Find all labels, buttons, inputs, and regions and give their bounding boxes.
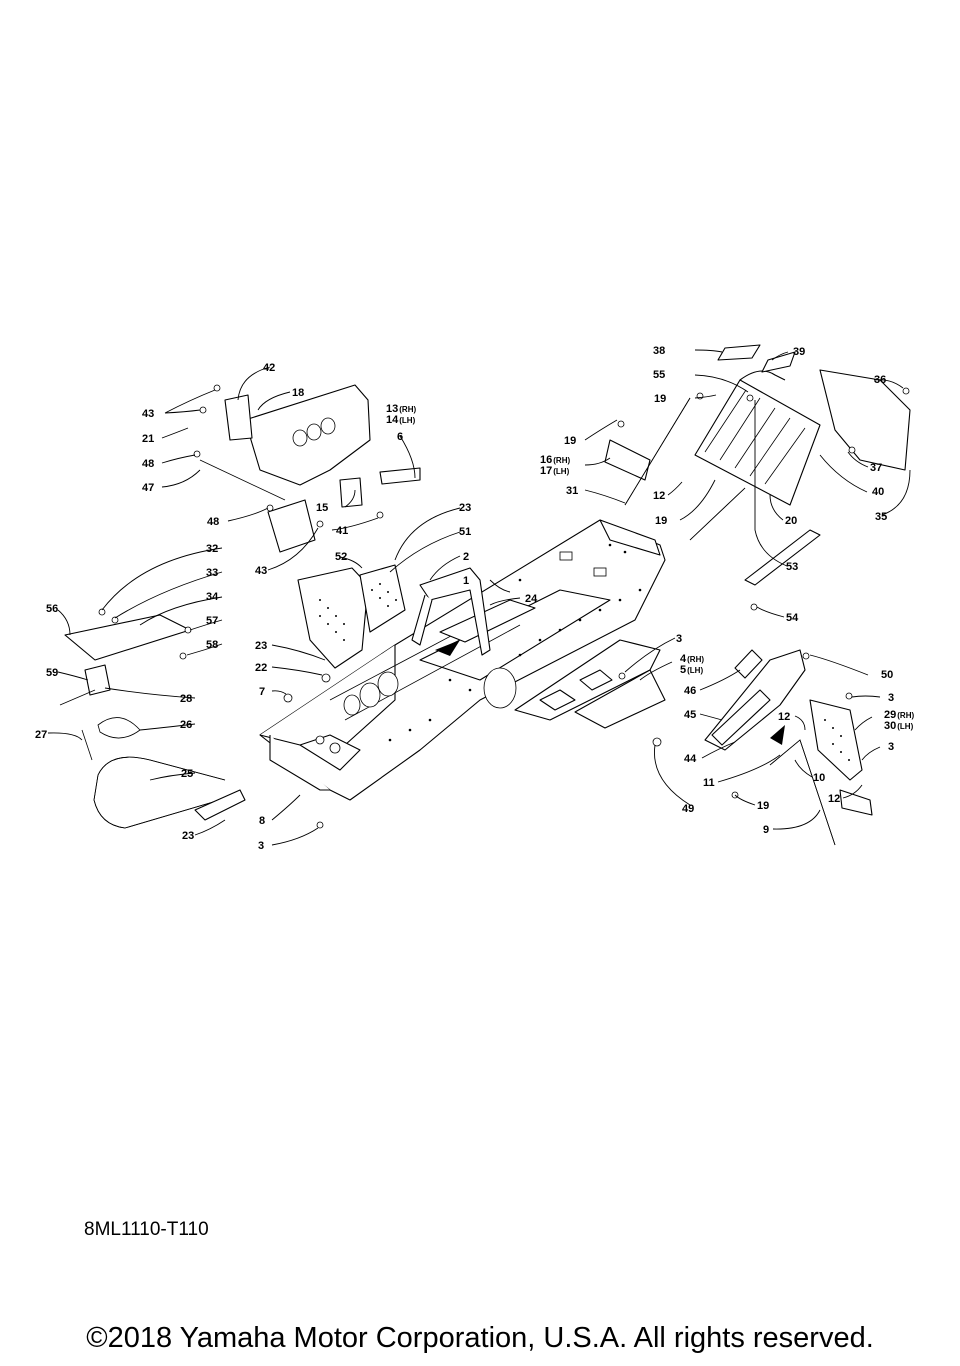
callout-22: 22	[255, 662, 267, 674]
rear-rack	[604, 344, 911, 586]
callout-33: 33	[206, 567, 218, 579]
callout-41: 41	[336, 525, 348, 537]
callout-17-lh: 17(LH)	[540, 465, 570, 477]
callout-19: 19	[655, 515, 667, 527]
callout-labels: 1 2 3 3 3 3 4(RH) 5(LH) 6 7 8 9 10 11 12…	[35, 345, 914, 852]
callout-5-lh: 5(LH)	[680, 664, 703, 676]
callout-2: 2	[463, 551, 469, 563]
callout-24: 24	[525, 593, 538, 605]
copyright-notice: ©2018 Yamaha Motor Corporation, U.S.A. A…	[86, 1322, 874, 1354]
callout-12: 12	[828, 793, 840, 805]
callout-18: 18	[292, 387, 304, 399]
callout-3: 3	[888, 741, 894, 753]
callout-38: 38	[653, 345, 665, 357]
callout-55: 55	[653, 369, 665, 381]
callout-23: 23	[459, 502, 471, 514]
callout-8: 8	[259, 815, 265, 827]
steering-post	[411, 567, 491, 656]
callout-48: 48	[207, 516, 219, 528]
callout-13-rh: 13(RH)	[386, 403, 416, 415]
callout-28: 28	[180, 693, 192, 705]
callout-7: 7	[259, 686, 265, 698]
callout-36: 36	[874, 374, 886, 386]
callout-57: 57	[206, 615, 218, 627]
callout-26: 26	[180, 719, 192, 731]
callout-39: 39	[793, 346, 805, 358]
callout-6: 6	[397, 431, 403, 443]
callout-30-lh: 30(LH)	[884, 720, 914, 732]
callout-25: 25	[181, 768, 193, 780]
footrest-assembly	[704, 649, 873, 846]
front-bulkhead	[199, 384, 421, 553]
callout-52: 52	[335, 551, 347, 563]
callout-44: 44	[684, 753, 697, 765]
side-skid-plate	[514, 639, 666, 729]
callout-45: 45	[684, 709, 696, 721]
callout-40: 40	[872, 486, 884, 498]
callout-43: 43	[142, 408, 154, 420]
leader-lines	[47, 349, 911, 846]
callout-29-rh: 29(RH)	[884, 709, 914, 721]
callout-19: 19	[564, 435, 576, 447]
callout-59: 59	[46, 667, 58, 679]
callout-4-rh: 4(RH)	[680, 653, 704, 665]
callout-21: 21	[142, 433, 154, 445]
callout-3: 3	[258, 840, 264, 852]
callout-20: 20	[785, 515, 797, 527]
callout-47: 47	[142, 482, 154, 494]
front-bumper	[93, 756, 246, 829]
callout-43: 43	[255, 565, 267, 577]
callout-19: 19	[757, 800, 769, 812]
callout-37: 37	[870, 462, 882, 474]
callout-19: 19	[654, 393, 666, 405]
callout-54: 54	[786, 612, 799, 624]
parts-artwork	[59, 344, 911, 846]
callout-3: 3	[888, 692, 894, 704]
callout-31: 31	[566, 485, 578, 497]
callout-9: 9	[763, 824, 769, 836]
callout-49: 49	[682, 803, 694, 815]
front-mount-plate	[59, 614, 191, 761]
callout-42: 42	[263, 362, 275, 374]
callout-23: 23	[182, 830, 194, 842]
callout-12: 12	[653, 490, 665, 502]
drawing-code: 8ML1110-T110	[84, 1219, 209, 1240]
callout-56: 56	[46, 603, 58, 615]
callout-27: 27	[35, 729, 47, 741]
callout-14-lh: 14(LH)	[386, 414, 416, 426]
chassis-tunnel	[259, 519, 666, 801]
callout-46: 46	[684, 685, 696, 697]
callout-58: 58	[206, 639, 218, 651]
callout-50: 50	[881, 669, 893, 681]
callout-12: 12	[778, 711, 790, 723]
callout-35: 35	[875, 511, 887, 523]
heat-shield	[297, 564, 406, 669]
callout-10: 10	[813, 772, 825, 784]
callout-48: 48	[142, 458, 154, 470]
callout-3: 3	[676, 633, 682, 645]
callout-34: 34	[206, 591, 219, 603]
callout-11: 11	[703, 777, 715, 789]
callout-15: 15	[316, 502, 328, 514]
callout-16-rh: 16(RH)	[540, 454, 570, 466]
callout-53: 53	[786, 561, 798, 573]
callout-32: 32	[206, 543, 218, 555]
callout-23: 23	[255, 640, 267, 652]
callout-51: 51	[459, 526, 471, 538]
callout-1: 1	[463, 575, 469, 587]
